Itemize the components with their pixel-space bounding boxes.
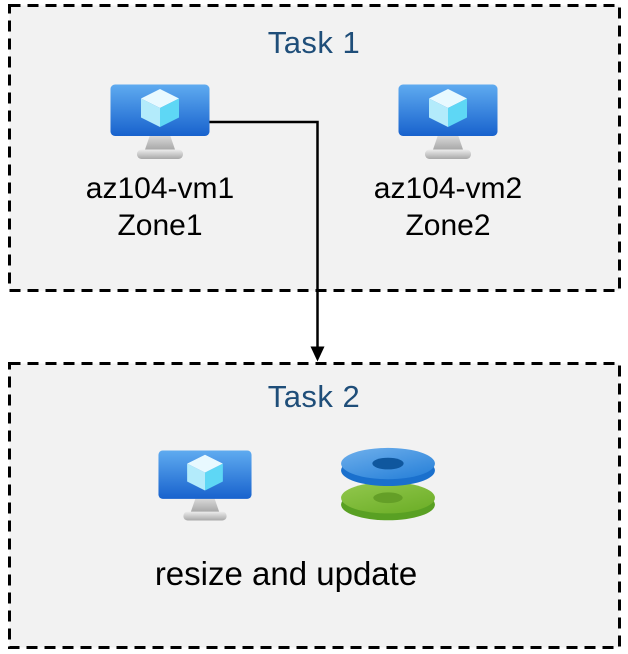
vm2-icon bbox=[398, 84, 498, 159]
task1-box bbox=[8, 4, 621, 292]
vm1-icon bbox=[110, 84, 210, 159]
connector-line bbox=[205, 120, 319, 348]
vm-base bbox=[425, 149, 471, 159]
vm1-name: az104-vm1 bbox=[85, 172, 235, 205]
vm-cube-icon bbox=[429, 89, 467, 127]
vm-base bbox=[137, 149, 183, 159]
vm-cube-icon bbox=[141, 89, 179, 127]
connector-arrowhead-icon bbox=[310, 346, 325, 362]
task1-title: Task 1 bbox=[267, 25, 361, 60]
disks-icon bbox=[341, 447, 435, 521]
disk-blue bbox=[341, 447, 435, 487]
vm-stand bbox=[190, 497, 220, 514]
vm-base bbox=[183, 511, 227, 521]
task2-title: Task 2 bbox=[267, 379, 361, 414]
task2-caption: resize and update bbox=[154, 555, 418, 592]
vm1-label: az104-vm1 Zone1 bbox=[60, 170, 260, 244]
vm-stand bbox=[144, 135, 176, 151]
task2-box bbox=[8, 362, 621, 649]
disk-green bbox=[341, 482, 435, 521]
vm2-zone: Zone2 bbox=[405, 209, 491, 242]
vm2-label: az104-vm2 Zone2 bbox=[348, 170, 548, 244]
vm-cube-icon bbox=[187, 454, 223, 491]
vm2-name: az104-vm2 bbox=[373, 172, 523, 205]
vm1-zone: Zone1 bbox=[117, 209, 203, 242]
vm-stand bbox=[432, 135, 464, 151]
task2-vm-icon bbox=[158, 450, 252, 521]
